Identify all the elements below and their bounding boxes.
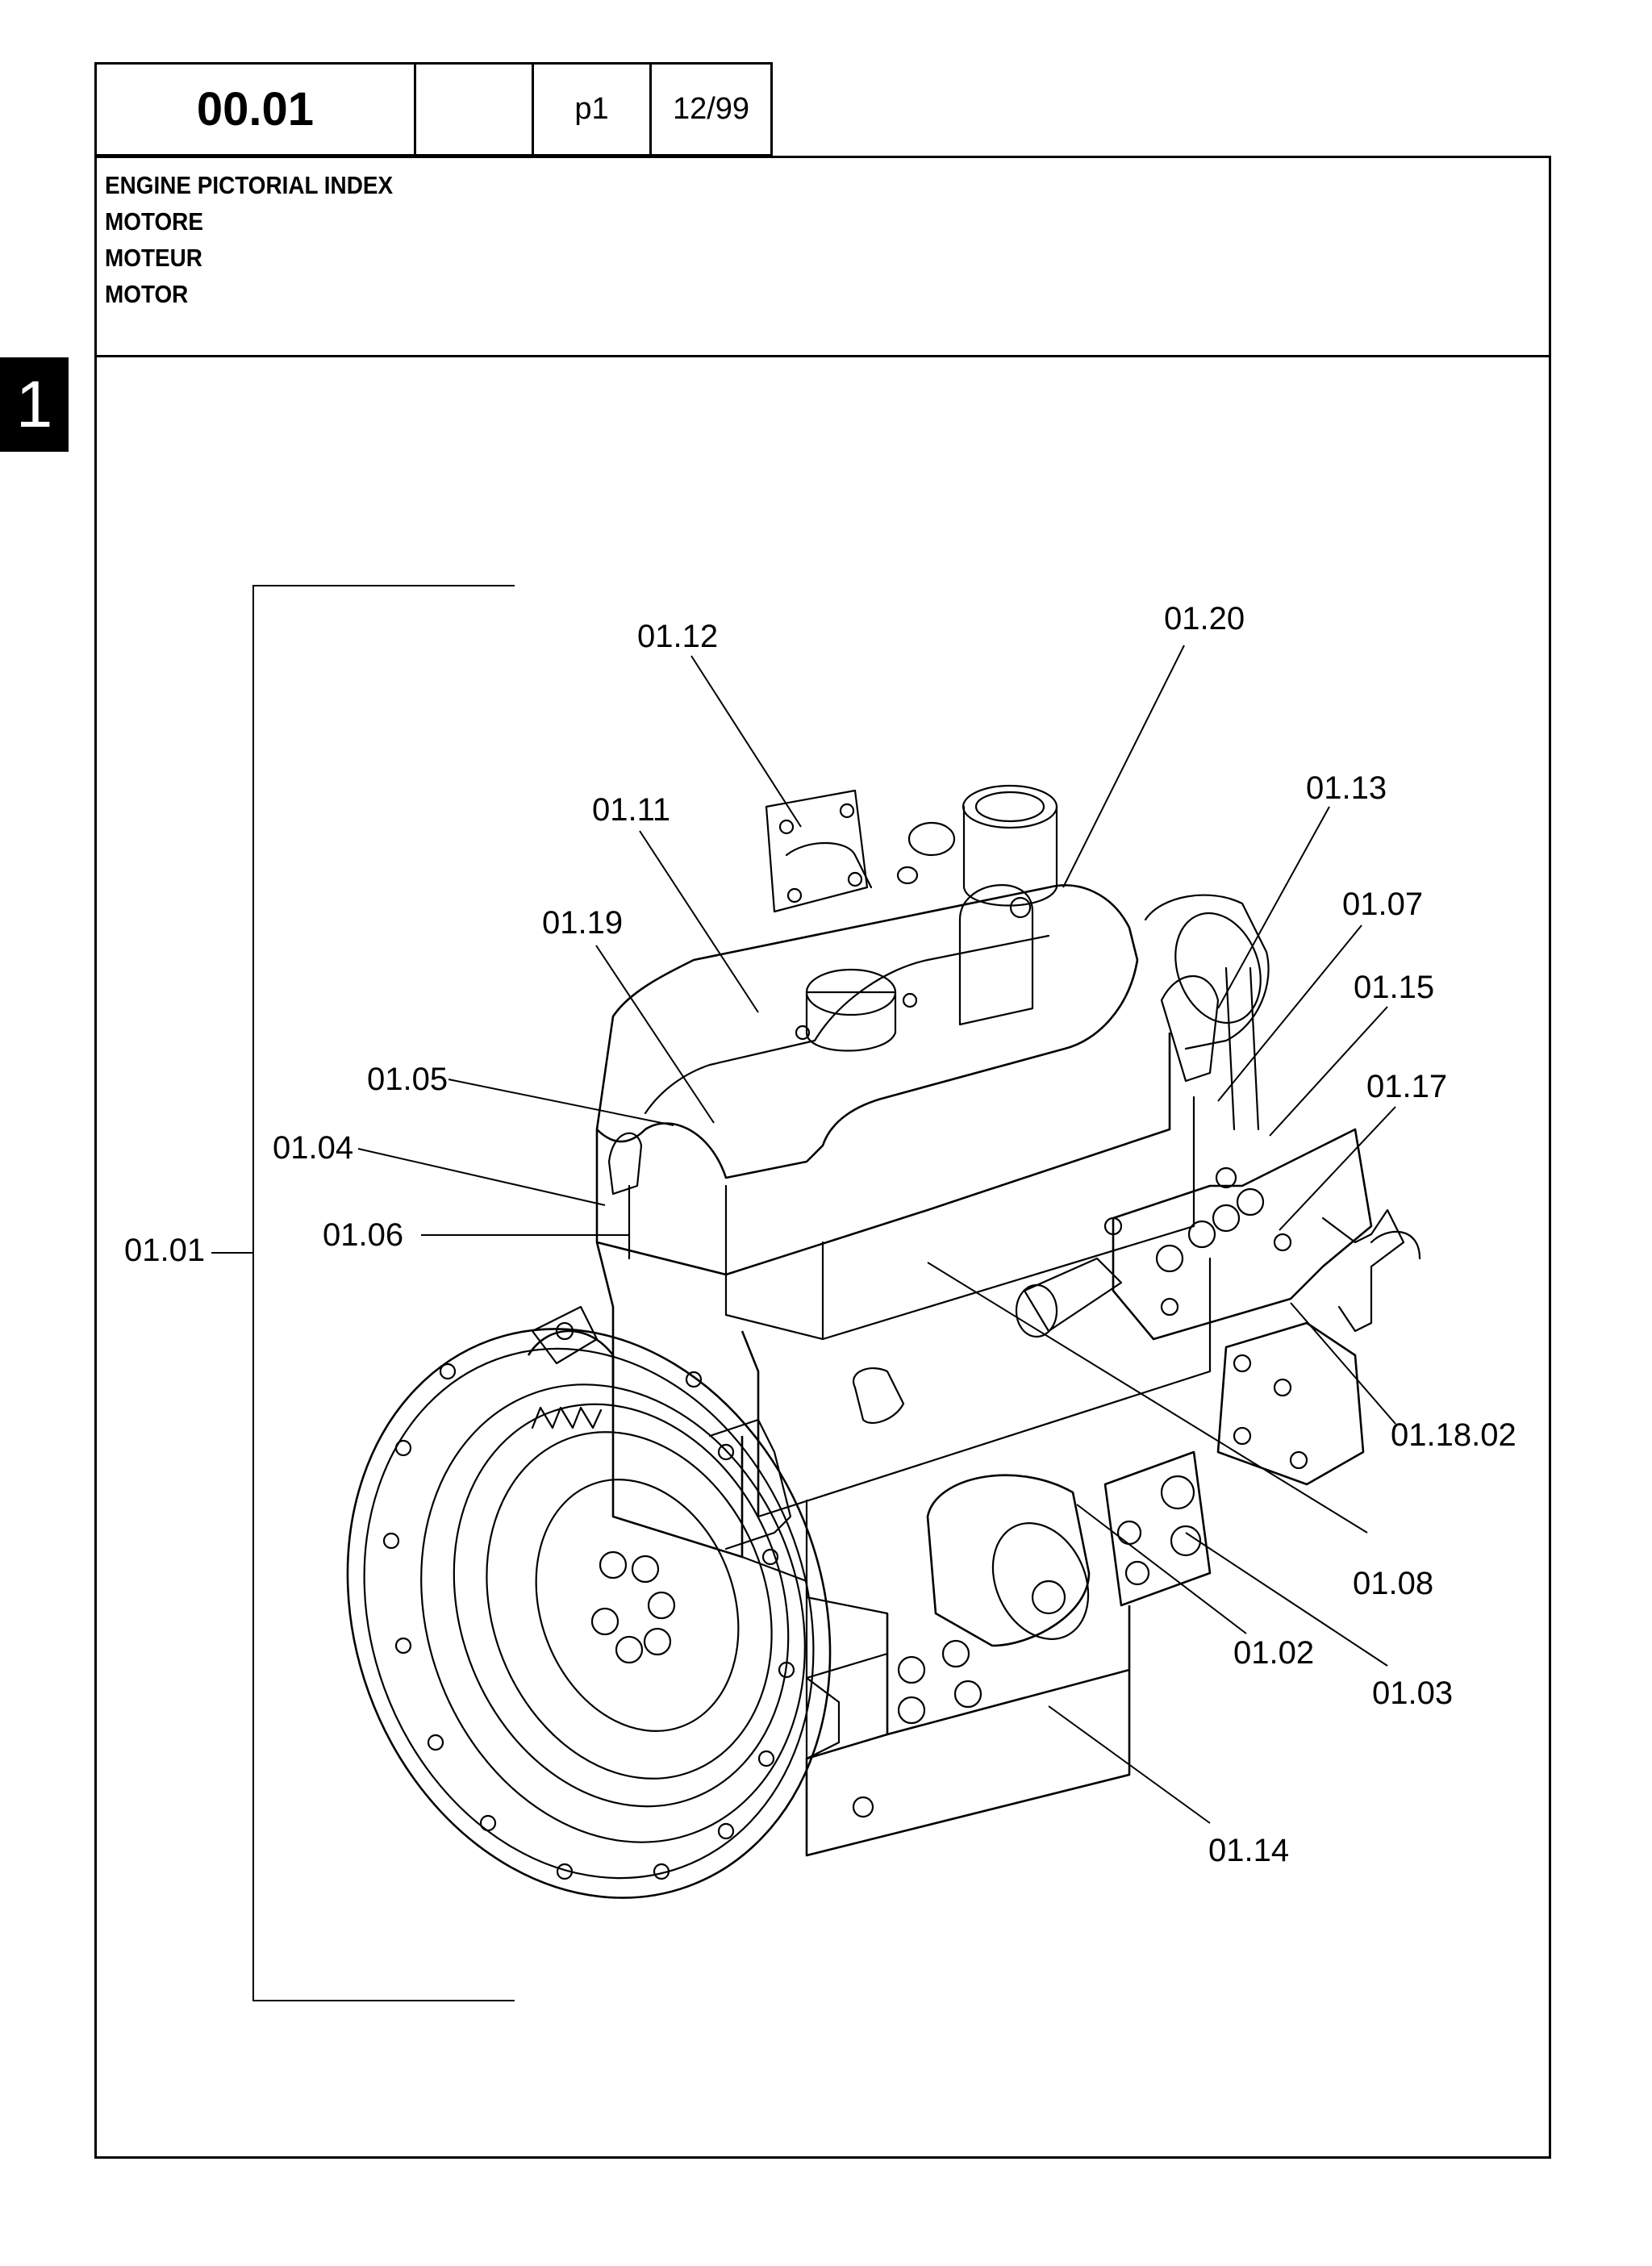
- callout-01-11: 01.11: [592, 792, 670, 828]
- leader-lines: [357, 645, 1396, 1824]
- revision-date-text: 12/99: [672, 92, 750, 126]
- title-german: MOTOR: [105, 280, 189, 308]
- callout-01-20: 01.20: [1164, 601, 1245, 636]
- callout-01-05: 01.05: [367, 1062, 448, 1097]
- callout-labels: 01.12 01.20 01.13 01.11 01.07 01.19 01.1…: [124, 601, 1516, 1868]
- callout-01-06: 01.06: [323, 1217, 403, 1253]
- revision-date: 12/99: [649, 62, 773, 156]
- callout-01-18-02: 01.18.02: [1391, 1417, 1516, 1453]
- callout-01-07: 01.07: [1342, 887, 1423, 922]
- callout-01-03: 01.03: [1372, 1676, 1453, 1711]
- page-number-text: p1: [574, 92, 609, 126]
- section-tab-text: 1: [15, 367, 53, 441]
- callout-01-02: 01.02: [1233, 1635, 1314, 1671]
- illustration-frame: [94, 355, 1551, 2159]
- title-french: MOTEUR: [105, 244, 202, 272]
- engine-illustration: [346, 784, 1421, 1899]
- callout-01-08: 01.08: [1353, 1566, 1433, 1601]
- title-italian: MOTORE: [105, 207, 203, 236]
- group-bracket: [211, 585, 515, 2001]
- callout-01-14: 01.14: [1208, 1833, 1289, 1868]
- callout-01-01: 01.01: [124, 1233, 205, 1268]
- callout-01-04: 01.04: [273, 1130, 353, 1166]
- section-tab: 1: [0, 357, 69, 452]
- callout-01-15: 01.15: [1354, 970, 1434, 1005]
- document-code: 00.01: [94, 62, 416, 156]
- callout-01-13: 01.13: [1306, 770, 1387, 806]
- callout-01-12: 01.12: [637, 619, 718, 654]
- document-code-text: 00.01: [196, 83, 315, 136]
- callout-01-19: 01.19: [542, 905, 623, 941]
- callout-01-17: 01.17: [1366, 1069, 1447, 1104]
- title-english: ENGINE PICTORIAL INDEX: [105, 171, 394, 199]
